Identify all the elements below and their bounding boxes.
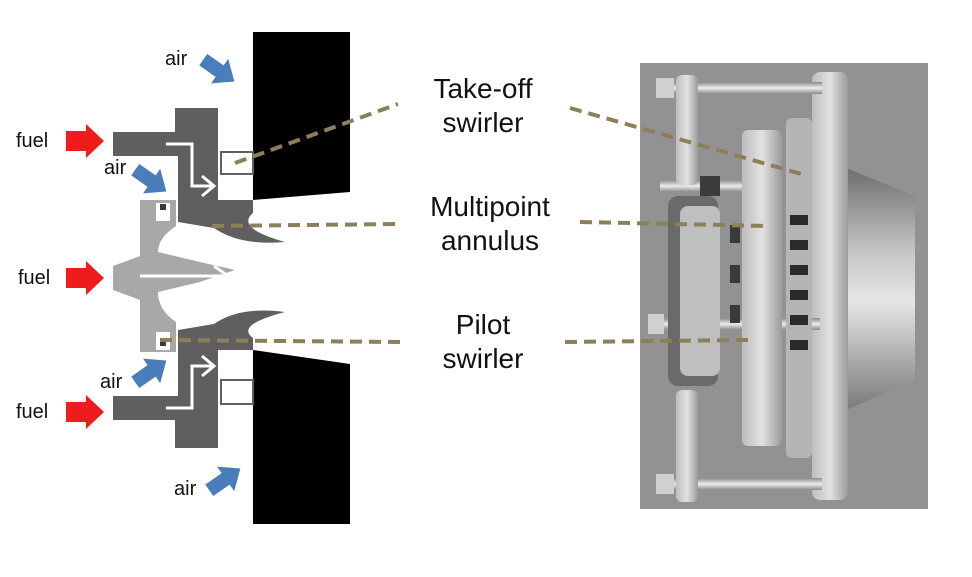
- flow-path-lower: [166, 364, 214, 410]
- air-arrow-icon: [199, 53, 235, 84]
- air-label: air: [104, 157, 127, 179]
- pilot-slot-mark-lower: [160, 340, 166, 346]
- air-label: air: [100, 371, 123, 393]
- fuel-arrow-icon: [66, 395, 104, 429]
- injector-body-lower: [113, 310, 285, 448]
- leader-line-takeoff-right: [569, 106, 806, 177]
- leader-line-pilot-right: [564, 338, 751, 344]
- takeoff-swirler-label-line1: Take-off: [433, 73, 533, 104]
- hardware-photo: [640, 63, 928, 509]
- pilot-slot-mark-upper: [160, 204, 166, 210]
- multipoint-annulus-label-line1: Multipoint: [430, 191, 550, 222]
- takeoff-swirler-label-line2: swirler: [442, 107, 524, 138]
- flow-path-upper: [166, 142, 214, 188]
- leader-line-multipoint-left: [211, 222, 399, 228]
- multipoint-annulus-label: Multipoint annulus: [405, 190, 575, 258]
- fuel-label: fuel: [18, 267, 51, 289]
- flow-path-upper-head: [201, 174, 217, 198]
- pilot-swirler-label-line2: swirler: [442, 343, 524, 374]
- air-label: air: [165, 48, 188, 70]
- multipoint-annulus-label-line2: annulus: [440, 225, 540, 256]
- leader-line-pilot-left: [159, 338, 401, 344]
- pilot-slot-upper: [156, 203, 170, 221]
- leader-line-multipoint-right: [579, 220, 771, 228]
- pilot-swirler-label-line1: Pilot: [455, 309, 511, 340]
- fuel-arrow-icon: [66, 261, 104, 295]
- air-arrow-icon: [205, 466, 241, 497]
- flow-path-center-head: [213, 264, 231, 288]
- combustor-wall-upper: [253, 32, 350, 200]
- pilot-swirler-label: Pilot swirler: [408, 308, 558, 376]
- injector-body-upper: [113, 108, 285, 243]
- air-arrow-icon: [131, 163, 167, 194]
- flow-path-lower-head: [201, 354, 217, 378]
- combustor-wall-lower: [253, 350, 350, 524]
- fuel-label: fuel: [16, 401, 49, 423]
- takeoff-swirler-box-lower: [220, 379, 254, 405]
- fuel-label: fuel: [16, 130, 49, 152]
- takeoff-swirler-label: Take-off swirler: [408, 72, 558, 140]
- fuel-arrow-icon: [66, 124, 104, 158]
- air-label: air: [174, 478, 197, 500]
- air-arrow-icon: [131, 358, 167, 389]
- leader-line-takeoff-left: [234, 102, 399, 165]
